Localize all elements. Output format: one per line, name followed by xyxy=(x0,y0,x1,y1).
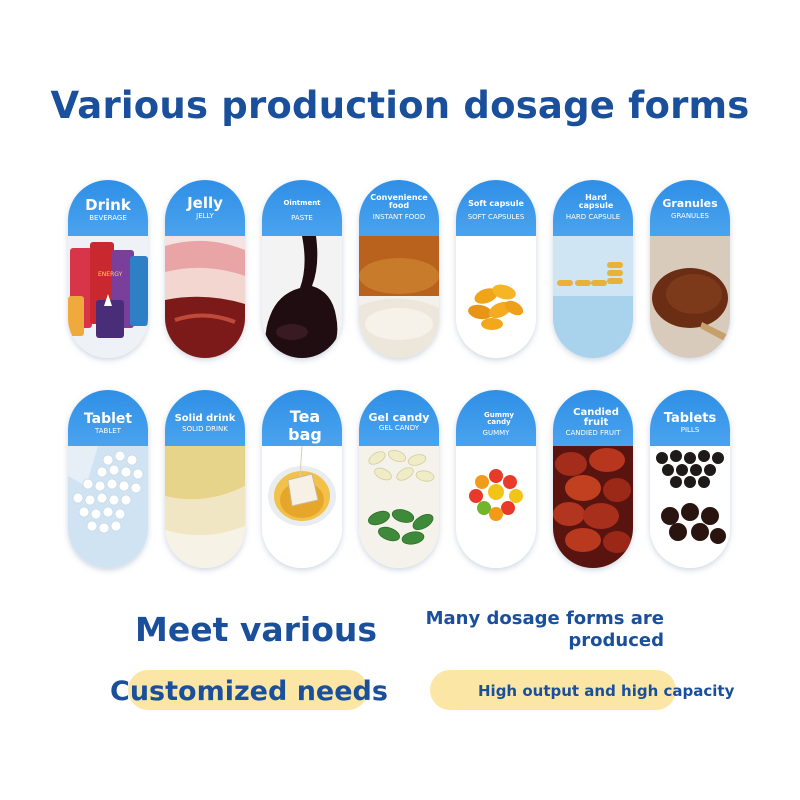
card-title: Tea bag xyxy=(288,407,322,444)
dosage-card-tablets: Tablets PILLS xyxy=(650,390,730,568)
gummy-bears-image xyxy=(456,446,536,568)
dosage-card-drink: Drink BEVERAGE ENERGY xyxy=(68,180,148,358)
card-header: Tablets PILLS xyxy=(650,390,730,446)
card-title: Hard capsule xyxy=(578,193,614,210)
card-title: Ointment xyxy=(283,199,321,207)
jelly-image xyxy=(165,236,245,358)
card-header: Drink BEVERAGE xyxy=(68,180,148,236)
black-pills-image xyxy=(650,446,730,568)
card-subtitle: BEVERAGE xyxy=(89,214,127,222)
card-subtitle: CANDIED FRUIT xyxy=(565,429,621,437)
card-subtitle: GRANULES xyxy=(671,212,709,220)
gel-candy-image xyxy=(359,446,439,568)
drink-pouches-image: ENERGY xyxy=(68,236,148,358)
card-title: Convenience food xyxy=(370,193,428,210)
card-title: Soft capsule xyxy=(468,199,524,208)
dosage-card-granules: Granules GRANULES xyxy=(650,180,730,358)
card-header: Gummy candy GUMMY xyxy=(456,390,536,446)
softgel-image xyxy=(456,236,536,358)
solid-drink-powder-image xyxy=(165,446,245,568)
card-header: Solid drink SOLID DRINK xyxy=(165,390,245,446)
card-subtitle: GUMMY xyxy=(482,429,510,437)
card-title: Granules xyxy=(662,197,718,210)
card-header: Ointment PASTE xyxy=(262,180,342,236)
powder-image xyxy=(359,236,439,358)
card-header: Tablet TABLET xyxy=(68,390,148,446)
tea-cup-image xyxy=(262,446,342,568)
dosage-card-hard-capsule: Hard capsule HARD CAPSULE xyxy=(553,180,633,358)
card-header: Granules GRANULES xyxy=(650,180,730,236)
dosage-card-solid-drink: Solid drink SOLID DRINK xyxy=(165,390,245,568)
card-subtitle: SOLID DRINK xyxy=(182,425,228,433)
card-subtitle: HARD CAPSULE xyxy=(565,213,621,221)
candied-dates-image xyxy=(553,446,633,568)
dosage-card-jelly: Jelly JELLY xyxy=(165,180,245,358)
card-header: Hard capsule HARD CAPSULE xyxy=(553,180,633,236)
card-title: Tablets xyxy=(663,411,717,426)
hard-capsule-image xyxy=(553,236,633,358)
meet-various-heading: Meet various xyxy=(135,610,378,649)
granules-spoon-image xyxy=(650,236,730,358)
card-header: Convenience food INSTANT FOOD xyxy=(359,180,439,236)
white-tablets-image xyxy=(68,446,148,568)
card-title: Tablet xyxy=(83,411,133,427)
dosage-card-ointment: Ointment PASTE xyxy=(262,180,342,358)
card-title: Solid drink xyxy=(174,413,236,424)
card-title: Gel candy xyxy=(368,411,430,424)
card-header: Tea bag xyxy=(262,390,342,446)
customized-needs-text: Customized needs xyxy=(110,676,388,707)
card-title: Candied fruit xyxy=(573,407,619,428)
card-subtitle: JELLY xyxy=(196,212,214,220)
card-header: Soft capsule SOFT CAPSULES xyxy=(456,180,536,236)
highlight-bar xyxy=(128,670,368,710)
card-subtitle: INSTANT FOOD xyxy=(372,213,426,221)
card-header: Candied fruit CANDIED FRUIT xyxy=(553,390,633,446)
paste-image xyxy=(262,236,342,358)
svg-text:ENERGY: ENERGY xyxy=(98,271,123,278)
dosage-card-convenience-food: Convenience food INSTANT FOOD xyxy=(359,180,439,358)
card-title: Drink xyxy=(85,196,131,214)
card-subtitle: GEL CANDY xyxy=(378,424,420,432)
high-output-text: High output and high capacity xyxy=(478,682,735,700)
dosage-card-gel-candy: Gel candy GEL CANDY xyxy=(359,390,439,568)
highlight-bar xyxy=(430,670,676,710)
dosage-card-tablet: Tablet TABLET xyxy=(68,390,148,568)
card-header: Jelly JELLY xyxy=(165,180,245,236)
card-title: Jelly xyxy=(187,194,223,212)
card-subtitle: SOFT CAPSULES xyxy=(467,213,525,221)
dosage-card-tea-bag: Tea bag xyxy=(262,390,342,568)
many-dosage-forms-text: Many dosage forms are produced xyxy=(425,608,664,651)
card-header: Gel candy GEL CANDY xyxy=(359,390,439,446)
card-subtitle: PILLS xyxy=(680,426,700,434)
card-subtitle: TABLET xyxy=(95,427,121,435)
dosage-card-soft-capsule: Soft capsule SOFT CAPSULES xyxy=(456,180,536,358)
dosage-card-gummy-candy: Gummy candy GUMMY xyxy=(456,390,536,568)
card-subtitle: PASTE xyxy=(291,214,313,222)
page-title: Various production dosage forms xyxy=(50,84,750,127)
card-title: Gummy candy xyxy=(484,411,514,426)
dosage-card-candied-fruit: Candied fruit CANDIED FRUIT xyxy=(553,390,633,568)
